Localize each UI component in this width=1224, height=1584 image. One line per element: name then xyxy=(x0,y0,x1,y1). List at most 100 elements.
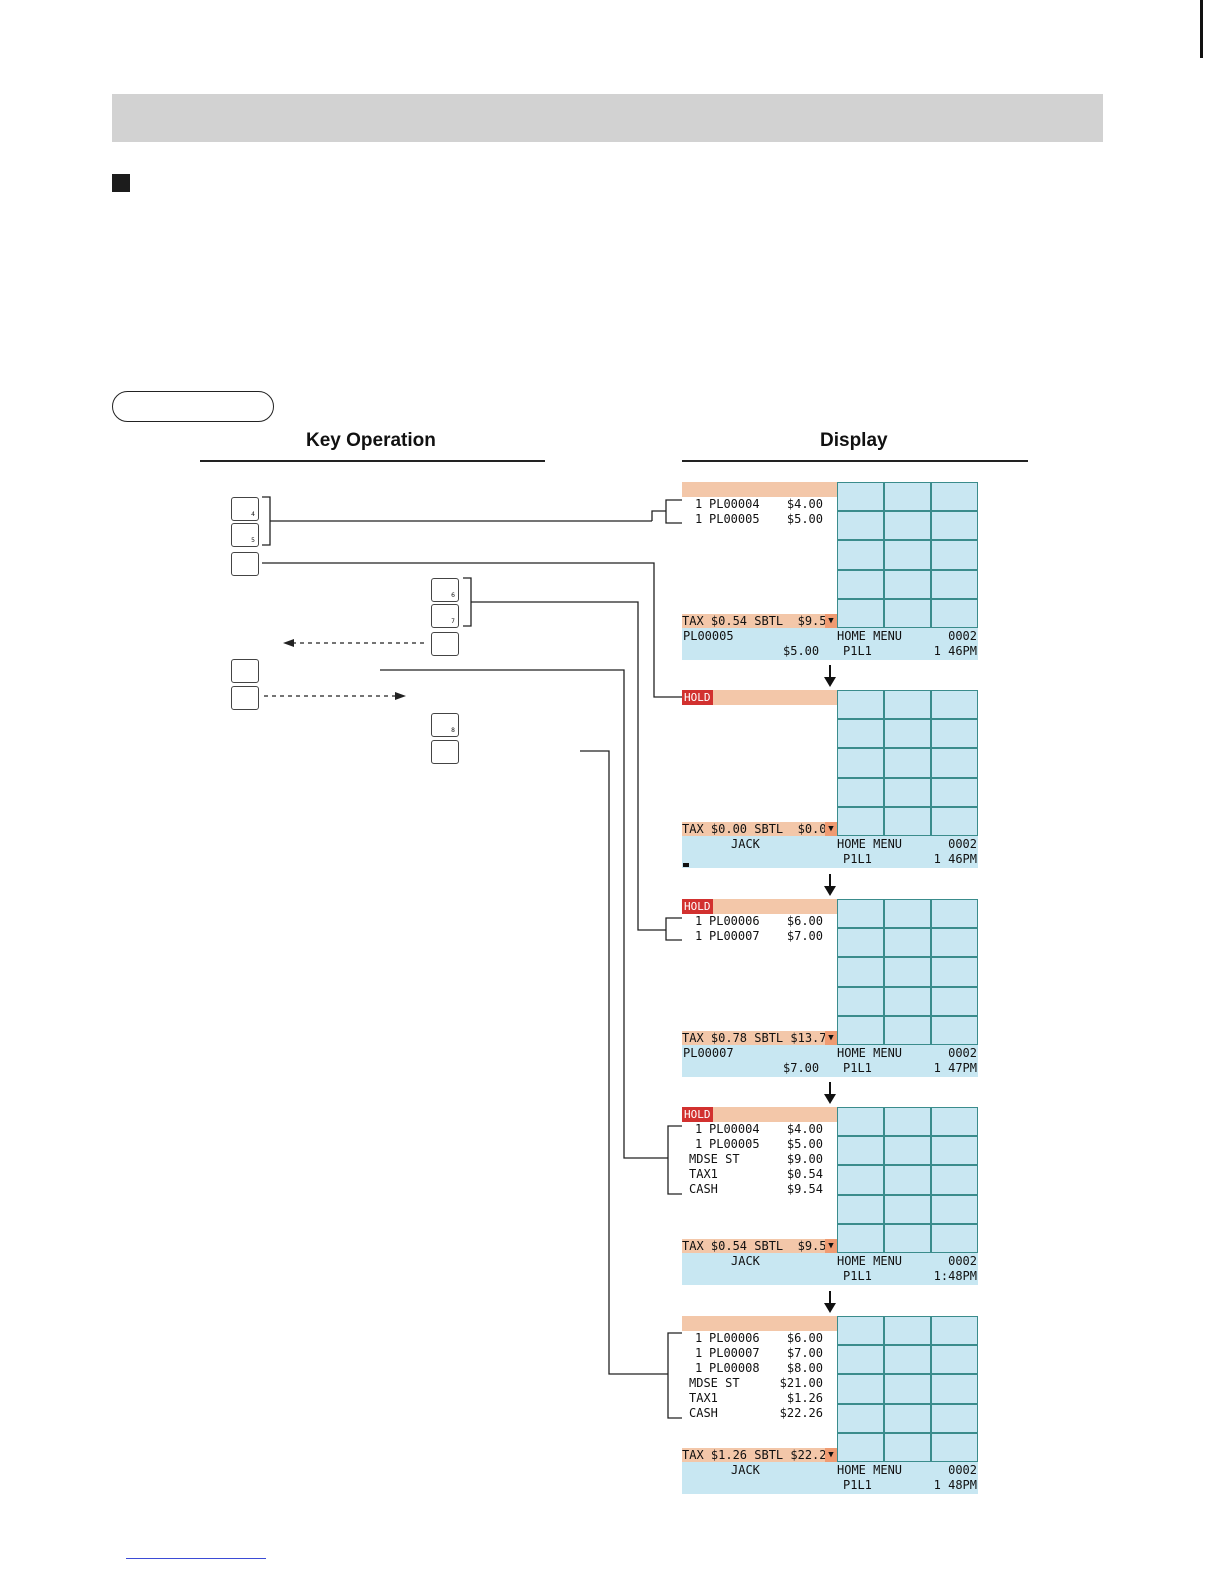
status-menu: HOME MENU xyxy=(837,837,903,851)
grid-key[interactable] xyxy=(838,541,883,569)
key-8[interactable]: 8 xyxy=(431,713,459,737)
grid-key[interactable] xyxy=(932,807,977,835)
cash-key-2[interactable] xyxy=(431,740,459,764)
cash-key[interactable] xyxy=(231,686,259,710)
grid-key[interactable] xyxy=(838,749,883,777)
grid-key[interactable] xyxy=(885,1433,930,1461)
grid-key[interactable] xyxy=(932,483,977,511)
grid-key[interactable] xyxy=(885,1346,930,1374)
grid-key[interactable] xyxy=(885,1317,930,1345)
key-4[interactable]: 4 xyxy=(231,497,259,521)
tax-subtotal-text: TAX $0.54 SBTL $9.54 xyxy=(682,614,834,628)
grid-key[interactable] xyxy=(885,1375,930,1403)
grid-key[interactable] xyxy=(885,1404,930,1432)
grid-key[interactable] xyxy=(885,900,930,928)
grid-key[interactable] xyxy=(932,1404,977,1432)
grid-key[interactable] xyxy=(838,512,883,540)
grid-key[interactable] xyxy=(838,1375,883,1403)
grid-key[interactable] xyxy=(932,541,977,569)
cursor-mark xyxy=(683,863,689,867)
grid-key[interactable] xyxy=(885,958,930,986)
grid-key[interactable] xyxy=(838,1016,883,1044)
grid-key[interactable] xyxy=(932,1346,977,1374)
grid-key[interactable] xyxy=(838,807,883,835)
grid-key[interactable] xyxy=(885,541,930,569)
grid-key[interactable] xyxy=(885,987,930,1015)
key-7[interactable]: 7 xyxy=(431,604,459,628)
grid-key[interactable] xyxy=(932,749,977,777)
grid-key[interactable] xyxy=(838,1404,883,1432)
status-page: P1L1 xyxy=(843,1478,872,1492)
grid-key[interactable] xyxy=(838,1108,883,1136)
grid-key[interactable] xyxy=(932,958,977,986)
grid-key[interactable] xyxy=(885,807,930,835)
hold-key[interactable] xyxy=(231,552,259,576)
down-triangle-icon[interactable]: ▼ xyxy=(825,822,837,836)
grid-key[interactable] xyxy=(885,1224,930,1252)
grid-key[interactable] xyxy=(932,1224,977,1252)
key-6[interactable]: 6 xyxy=(431,578,459,602)
grid-key[interactable] xyxy=(885,1166,930,1194)
grid-key[interactable] xyxy=(932,599,977,627)
grid-key[interactable] xyxy=(838,900,883,928)
grid-key[interactable] xyxy=(932,1317,977,1345)
grid-key[interactable] xyxy=(838,599,883,627)
grid-key[interactable] xyxy=(932,1375,977,1403)
grid-key[interactable] xyxy=(838,1346,883,1374)
grid-key[interactable] xyxy=(885,929,930,957)
grid-key[interactable] xyxy=(885,1108,930,1136)
grid-key[interactable] xyxy=(885,1137,930,1165)
status-number: 0002 xyxy=(948,1463,977,1477)
grid-key[interactable] xyxy=(838,570,883,598)
grid-key[interactable] xyxy=(838,720,883,748)
hold-key-2[interactable] xyxy=(431,632,459,656)
grid-key[interactable] xyxy=(932,1137,977,1165)
key-5[interactable]: 5 xyxy=(231,523,259,547)
grid-key[interactable] xyxy=(838,778,883,806)
grid-key[interactable] xyxy=(932,1108,977,1136)
grid-key[interactable] xyxy=(885,599,930,627)
grid-key[interactable] xyxy=(932,987,977,1015)
grid-key[interactable] xyxy=(838,1224,883,1252)
grid-key[interactable] xyxy=(838,483,883,511)
grid-key[interactable] xyxy=(932,512,977,540)
grid-key[interactable] xyxy=(838,1433,883,1461)
grid-key[interactable] xyxy=(838,987,883,1015)
grid-key[interactable] xyxy=(932,1016,977,1044)
grid-key[interactable] xyxy=(932,1166,977,1194)
grid-key[interactable] xyxy=(838,1137,883,1165)
grid-key[interactable] xyxy=(885,778,930,806)
grid-key[interactable] xyxy=(838,691,883,719)
grid-key[interactable] xyxy=(932,929,977,957)
grid-key[interactable] xyxy=(838,1166,883,1194)
grid-key[interactable] xyxy=(932,720,977,748)
down-triangle-icon[interactable]: ▼ xyxy=(825,1448,837,1462)
grid-key[interactable] xyxy=(932,1433,977,1461)
grid-key[interactable] xyxy=(885,749,930,777)
grid-key[interactable] xyxy=(932,691,977,719)
grid-key[interactable] xyxy=(838,1317,883,1345)
down-triangle-icon[interactable]: ▼ xyxy=(825,1239,837,1253)
page-edge-line xyxy=(1200,0,1203,58)
grid-key[interactable] xyxy=(885,1195,930,1223)
grid-key[interactable] xyxy=(838,929,883,957)
grid-key[interactable] xyxy=(932,570,977,598)
grid-key[interactable] xyxy=(885,1016,930,1044)
grid-key[interactable] xyxy=(932,778,977,806)
grid-key[interactable] xyxy=(838,1195,883,1223)
grid-key[interactable] xyxy=(885,691,930,719)
grid-key[interactable] xyxy=(885,720,930,748)
line-amount: $22.26 xyxy=(779,1406,823,1420)
down-triangle-icon[interactable]: ▼ xyxy=(825,1031,837,1045)
grid-key[interactable] xyxy=(885,512,930,540)
recall-key[interactable] xyxy=(231,659,259,683)
grid-key[interactable] xyxy=(885,483,930,511)
grid-key[interactable] xyxy=(932,1195,977,1223)
grid-key[interactable] xyxy=(885,570,930,598)
down-triangle-icon[interactable]: ▼ xyxy=(825,614,837,628)
grid-key[interactable] xyxy=(932,900,977,928)
grid-key[interactable] xyxy=(838,958,883,986)
